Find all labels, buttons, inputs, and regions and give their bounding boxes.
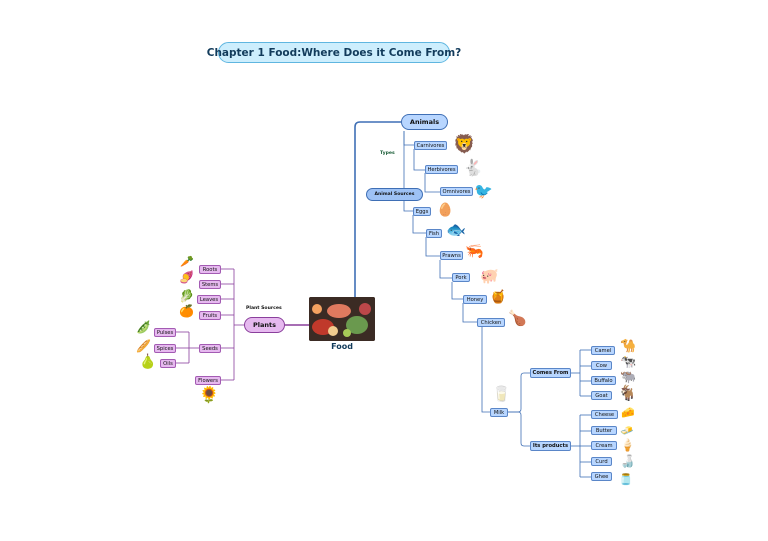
goat-icon: 🐐 xyxy=(618,384,637,402)
eggs-icon: 🥚 xyxy=(437,203,454,218)
seed-type-spices[interactable]: Spices xyxy=(154,344,176,353)
milk-product-cream[interactable]: Cream xyxy=(591,441,617,450)
plant-part-flowers[interactable]: Flowers xyxy=(195,376,221,385)
source-node-pork[interactable]: Pork xyxy=(452,273,470,282)
center-to-animals-connector xyxy=(342,121,401,306)
animals-node[interactable]: Animals xyxy=(401,114,448,130)
milk-node[interactable]: Milk xyxy=(490,408,508,417)
plants-node[interactable]: Plants xyxy=(244,317,285,333)
fish-icon: 🐟 xyxy=(446,220,466,239)
prawn-icon: 🦐 xyxy=(465,242,484,260)
type-node-carnivores[interactable]: Carnivores xyxy=(414,141,447,150)
animal-sources-node[interactable]: Animal Sources xyxy=(366,188,423,201)
source-node-prawns[interactable]: Prawns xyxy=(440,251,463,260)
milk-product-cheese[interactable]: Cheese xyxy=(591,410,618,419)
oil-bottle-icon: 🍐 xyxy=(139,354,157,370)
pea-pod-icon: 🫛 xyxy=(136,320,151,334)
milk-boy-icon: 🥛 xyxy=(492,385,511,403)
cow-icon: 🐄 xyxy=(620,355,637,370)
source-node-eggs[interactable]: Eggs xyxy=(413,207,431,216)
plant-part-fruits[interactable]: Fruits xyxy=(199,311,221,320)
cheese-icon: 🧀 xyxy=(621,406,635,419)
camel-icon: 🐪 xyxy=(620,339,637,354)
plant-part-leaves[interactable]: Leaves xyxy=(197,295,221,304)
rabbit-icon: 🐇 xyxy=(463,158,483,177)
cinnamon-icon: 🥖 xyxy=(136,339,151,353)
plants-branch-connectors xyxy=(176,268,244,381)
carrot-icon: 🥕 xyxy=(180,255,194,268)
milk-product-curd[interactable]: Curd xyxy=(591,457,612,466)
crow-icon: 🐦 xyxy=(474,182,493,200)
buffalo-icon: 🐃 xyxy=(620,370,637,385)
milk-source-camel[interactable]: Camel xyxy=(591,346,615,355)
cream-icon: 🍦 xyxy=(620,438,635,452)
its-products-node[interactable]: Its products xyxy=(530,441,571,451)
seed-type-oils[interactable]: Oils xyxy=(160,359,176,368)
pig-icon: 🐖 xyxy=(480,267,499,285)
food-photo xyxy=(309,297,375,341)
curd-icon: 🍶 xyxy=(620,454,635,468)
ghee-icon: 🫙 xyxy=(619,473,633,486)
milk-source-buffalo[interactable]: Buffalo xyxy=(591,376,616,385)
orange-icon: 🍊 xyxy=(179,304,194,318)
plant-part-seeds[interactable]: Seeds xyxy=(199,344,221,353)
plant-part-stems[interactable]: Stems xyxy=(199,280,221,289)
plant-sources-label: Plant Sources xyxy=(246,306,282,311)
butter-icon: 🧈 xyxy=(620,424,634,437)
page-title: Chapter 1 Food:Where Does it Come From? xyxy=(207,42,461,63)
honey-icon: 🍯 xyxy=(490,290,507,305)
types-label: Types xyxy=(380,151,395,156)
milk-source-goat[interactable]: Goat xyxy=(591,391,612,400)
source-node-honey[interactable]: Honey xyxy=(463,295,487,304)
comes-from-node[interactable]: Comes From xyxy=(530,368,571,378)
source-node-chicken[interactable]: Chicken xyxy=(477,318,505,327)
spinach-icon: 🥬 xyxy=(179,289,194,303)
lion-icon: 🦁 xyxy=(453,134,476,155)
type-node-omnivores[interactable]: Omnivores xyxy=(440,187,473,196)
seed-type-pulses[interactable]: Pulses xyxy=(154,328,176,337)
milk-source-cow[interactable]: Cow xyxy=(591,361,612,370)
sunflower-icon: 🌻 xyxy=(199,385,219,404)
milk-product-ghee[interactable]: Ghee xyxy=(591,472,612,481)
milk-product-butter[interactable]: Butter xyxy=(591,426,617,435)
animals-branch-connectors xyxy=(403,131,591,478)
beetroot-icon: 🍠 xyxy=(179,270,194,284)
type-node-herbivores[interactable]: Herbivores xyxy=(425,165,458,174)
source-node-fish[interactable]: Fish xyxy=(426,229,442,238)
roast-chicken-icon: 🍗 xyxy=(508,309,527,327)
center-label: Food xyxy=(331,342,353,351)
plant-part-roots[interactable]: Roots xyxy=(199,265,221,274)
